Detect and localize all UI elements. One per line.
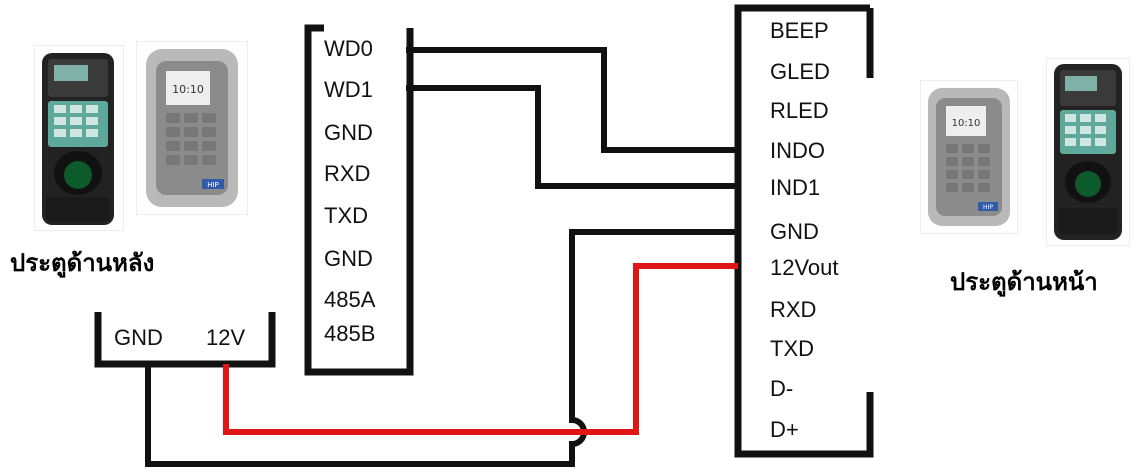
left-pin-rxd: RXD: [324, 161, 371, 186]
right-pin-txd: TXD: [770, 336, 814, 361]
right-pin-indo: INDO: [770, 138, 825, 163]
right-pin-ind1: IND1: [770, 175, 821, 200]
left-pin-gnd-1: GND: [324, 120, 373, 145]
left-pin-485b: 485B: [324, 321, 376, 346]
keypad-screen-text-back: 10:10: [172, 83, 204, 96]
right-pin-rled: RLED: [770, 98, 829, 123]
front-door-caption: ประตูด้านหน้า: [950, 269, 1098, 296]
fingerprint-reader-image-front: [1045, 57, 1131, 251]
back-door-caption: ประตูด้านหลัง: [10, 250, 155, 277]
keypad-reader-image-front: 10:10 HIP: [919, 79, 1019, 239]
right-block-outline: [734, 4, 874, 458]
left-pin-wd0: WD0: [324, 36, 373, 61]
left-block-outline: [304, 24, 414, 376]
wire-wd0-indo: [406, 47, 738, 153]
device-badge-front: HIP: [983, 204, 993, 211]
right-pin-rxd: RXD: [770, 297, 817, 322]
right-pin-gled: GLED: [770, 59, 830, 84]
device-badge-back: HIP: [207, 181, 219, 189]
wire-wd1-ind1: [406, 85, 738, 189]
keypad-screen-text-front: 10:10: [952, 118, 981, 129]
right-pin-gnd: GND: [770, 219, 819, 244]
fingerprint-reader-image-back: [33, 44, 125, 236]
psu-gnd-label: GND: [114, 325, 163, 350]
right-pin-d-plus: D+: [770, 417, 799, 442]
psu-12v-label: 12V: [206, 325, 246, 350]
right-pin-d-minus: D-: [770, 376, 794, 401]
left-pin-txd: TXD: [324, 203, 368, 228]
power-supply-outline: [94, 312, 276, 368]
left-pin-wd1: WD1: [324, 77, 373, 102]
wire-12v: [223, 263, 738, 435]
left-pin-gnd-2: GND: [324, 246, 373, 271]
right-pin-beep: BEEP: [770, 18, 829, 43]
right-pin-12vout: 12Vout: [770, 255, 839, 280]
left-pin-485a: 485A: [324, 287, 376, 312]
keypad-reader-image-back: 10:10 HIP: [135, 40, 249, 220]
